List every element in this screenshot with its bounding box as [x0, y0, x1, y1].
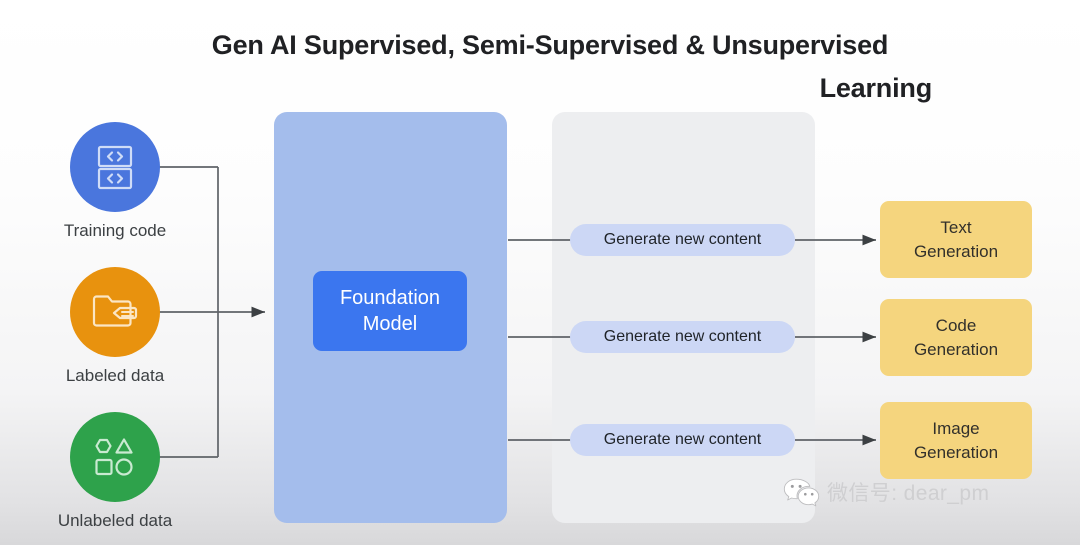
output-panel — [552, 112, 815, 523]
output-code-generation[interactable]: Code Generation — [880, 299, 1032, 376]
labeled-data-circle — [70, 267, 160, 357]
foundation-model-line-2: Model — [362, 313, 418, 335]
source-labeled-data[interactable]: Labeled data — [30, 267, 200, 386]
output-code-line-1: Code — [935, 316, 977, 336]
watermark: 微信号: dear_pm — [782, 476, 989, 508]
pill-generate-image[interactable]: Generate new content — [570, 424, 795, 456]
folder-tag-icon — [92, 295, 138, 327]
code-brackets-icon — [97, 145, 133, 190]
title-line-2: Learning — [819, 72, 933, 103]
training-code-circle — [70, 122, 160, 212]
pill-generate-code-label: Generate new content — [603, 328, 762, 345]
pill-generate-text-label: Generate new content — [603, 231, 762, 248]
pill-generate-image-label: Generate new content — [603, 431, 762, 448]
output-image-line-2: Generation — [913, 442, 999, 462]
page-title: Gen AI Supervised, Semi-Supervised & Uns… — [150, 24, 950, 109]
source-unlabeled-data-label: Unlabeled data — [57, 511, 173, 530]
unlabeled-data-circle — [70, 412, 160, 502]
output-image-line-1: Image — [932, 419, 980, 439]
pill-generate-code[interactable]: Generate new content — [570, 321, 795, 353]
source-training-code-label: Training code — [63, 221, 167, 240]
source-labeled-data-label: Labeled data — [65, 366, 165, 385]
watermark-text: 微信号: dear_pm — [827, 482, 990, 505]
output-image-generation[interactable]: Image Generation — [880, 402, 1032, 479]
source-training-code[interactable]: Training code — [30, 122, 200, 241]
wechat-icon — [783, 478, 820, 507]
title-line-1: Gen AI Supervised, Semi-Supervised & Uns… — [211, 30, 889, 60]
pill-generate-text[interactable]: Generate new content — [570, 224, 795, 256]
output-text-line-1: Text — [940, 218, 972, 238]
output-code-line-2: Generation — [913, 339, 999, 359]
source-unlabeled-data[interactable]: Unlabeled data — [30, 412, 200, 531]
output-text-generation[interactable]: Text Generation — [880, 201, 1032, 278]
foundation-model-box[interactable]: Foundation Model — [313, 271, 467, 351]
output-text-line-2: Generation — [913, 241, 999, 261]
foundation-model-line-1: Foundation — [339, 286, 441, 309]
shapes-icon — [95, 438, 133, 476]
